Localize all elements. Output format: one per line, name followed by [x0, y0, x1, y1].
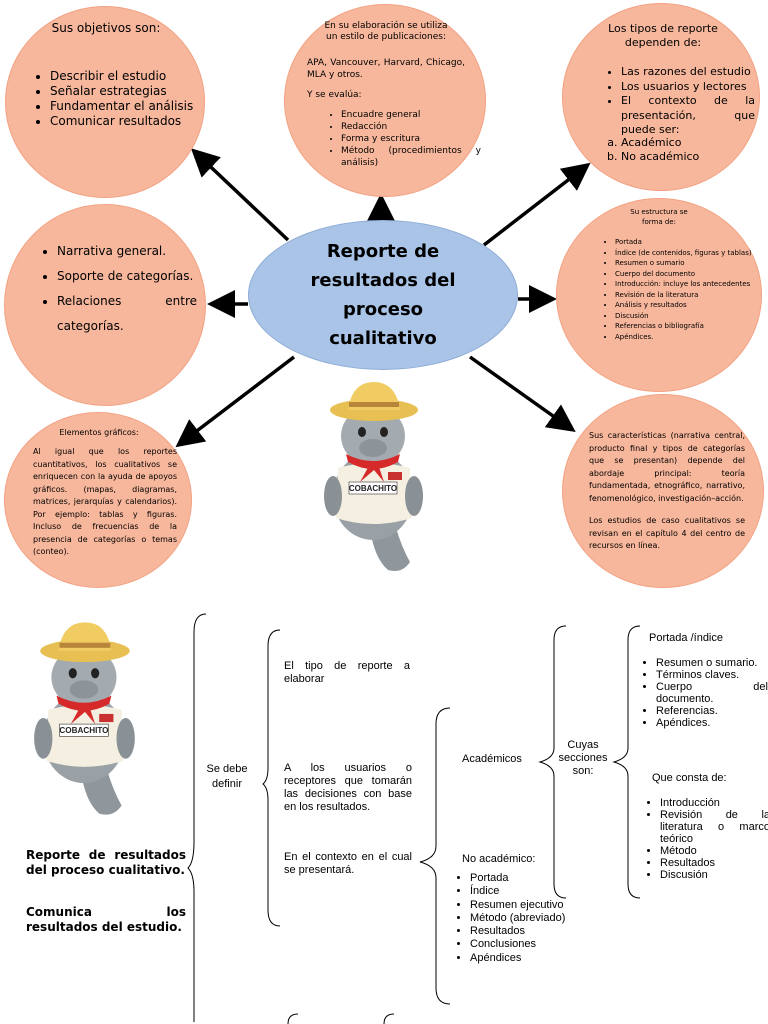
- list-item: Cuerpo del documento.: [656, 681, 768, 705]
- list-item: Introducción: [660, 797, 768, 809]
- list-item: Académico: [621, 136, 699, 150]
- list-item: Las razones del estudio: [621, 65, 755, 80]
- estilo-evalua: Y se evalúa:: [307, 90, 362, 100]
- tipos-sublist: Académico No académico: [603, 136, 699, 164]
- list-item: Conclusiones: [470, 938, 582, 951]
- tipos-title: Los tipos de reporte dependen de:: [608, 22, 718, 49]
- arrow-to-graficos: [175, 355, 296, 448]
- summary-subtitle: Comunica los resultados del estudio.: [26, 905, 186, 934]
- list-item: Términos claves.: [656, 669, 768, 681]
- list-item: Encuadre general: [341, 109, 481, 121]
- list-item: Discusión: [615, 311, 755, 322]
- list-item: Los usuarios y lectores: [621, 80, 755, 95]
- list-item: Cuerpo del documento: [615, 269, 755, 280]
- objetivos-list: Describir el estudio Señalar estrategias…: [32, 69, 193, 129]
- estilo-styles: APA, Vancouver, Harvard, Chicago, MLA y …: [307, 58, 465, 80]
- list-item: Apéndices.: [615, 332, 755, 343]
- arrow-to-caracteristicas: [468, 355, 576, 433]
- brace-contexto: [419, 707, 451, 1005]
- academicos-label: Académicos: [462, 753, 522, 765]
- list-item: Relaciones entre categorías.: [57, 289, 197, 339]
- estilo-list: Encuadre general Redacción Forma y escri…: [323, 109, 481, 169]
- brace-secciones: [612, 625, 641, 899]
- tipos-list: Las razones del estudio Los usuarios y l…: [603, 65, 755, 138]
- no-academico-list: Portada Índice Resumen ejecutivo Método …: [452, 872, 582, 965]
- no-academico-label: No académico:: [462, 853, 536, 865]
- caracteristicas-p2: Los estudios de caso cualitativos se rev…: [589, 516, 745, 550]
- list-item: Resumen o sumario.: [656, 657, 768, 669]
- list-item: Método (procedimientos y análisis): [341, 145, 481, 169]
- brace-definir: [262, 629, 281, 927]
- list-item: Resumen o sumario: [615, 258, 755, 269]
- narrativa-list: Narrativa general. Soporte de categorías…: [39, 239, 197, 339]
- list-item: Señalar estrategias: [50, 84, 193, 99]
- consta-list: Introducción Revisión de la literatura o…: [642, 797, 768, 881]
- list-item: Resultados: [470, 925, 582, 938]
- tipo-reporte-text: El tipo de reporte a elaborar: [284, 660, 410, 685]
- list-item: Apéndices: [470, 952, 582, 965]
- cuyas-secciones: Cuyas secciones son:: [558, 739, 608, 777]
- list-item: Redacción: [341, 121, 481, 133]
- objetivos-circle: Sus objetivos son: Describir el estudio …: [5, 6, 205, 198]
- list-item: Revisión de la literatura: [615, 290, 755, 301]
- list-item: Forma y escritura: [341, 133, 481, 145]
- list-item: Referencias o bibliografía: [615, 321, 755, 332]
- estilo-intro: En su elaboración se utiliza un estilo d…: [324, 21, 448, 42]
- mascot-label: COBACHITO: [349, 484, 397, 493]
- list-item: Portada: [470, 872, 582, 885]
- list-item: Fundamentar el análisis: [50, 99, 193, 114]
- mascot-label-2: COBACHITO: [59, 726, 108, 735]
- list-item: Discusión: [660, 869, 768, 881]
- list-item: Resultados: [660, 857, 768, 869]
- list-item: Revisión de la literatura o marco teóric…: [660, 809, 768, 845]
- list-item: No académico: [621, 150, 699, 164]
- graficos-circle: Elementos gráficos: Al igual que los rep…: [4, 412, 192, 588]
- caracteristicas-circle: Sus características (narrativa central, …: [562, 394, 764, 588]
- manatee-mascot-image-2: COBACHITO: [34, 622, 135, 815]
- manatee-mascot-image: COBACHITO: [324, 382, 423, 571]
- list-item: Soporte de categorías.: [57, 264, 197, 289]
- list-item: Portada: [615, 237, 755, 248]
- portada-indice: Portada /índice: [649, 632, 723, 644]
- arrow-to-objetivos: [190, 148, 290, 242]
- summary-main-title: Reporte de resultados del proceso cualit…: [26, 848, 186, 877]
- list-item: Análisis y resultados: [615, 300, 755, 311]
- list-item: Método (abreviado): [470, 912, 582, 925]
- brace-academicos: [538, 625, 567, 899]
- que-consta: Que consta de:: [652, 772, 727, 784]
- estructura-circle: Su estructura se forma de: Portada Índic…: [556, 198, 762, 392]
- contexto-text: En el contexto en el cual se presentará.: [284, 851, 412, 876]
- list-item: Índice (de contenidos, figuras y tablas): [615, 248, 755, 259]
- narrativa-circle: Narrativa general. Soporte de categorías…: [4, 204, 206, 406]
- list-item: Narrativa general.: [57, 239, 197, 264]
- academicos-list: Resumen o sumario. Términos claves. Cuer…: [638, 657, 768, 729]
- graficos-title: Elementos gráficos:: [59, 428, 139, 437]
- list-item: Introducción: incluye los antecedentes: [615, 279, 755, 290]
- brace-main: [187, 613, 207, 1022]
- objetivos-title: Sus objetivos son:: [51, 21, 161, 35]
- caracteristicas-p1: Sus características (narrativa central, …: [589, 431, 745, 503]
- estructura-list: Portada Índice (de contenidos, figuras y…: [597, 237, 755, 342]
- list-item: El contexto de la presentación, que pued…: [621, 94, 755, 138]
- list-item: Índice: [470, 885, 582, 898]
- brace-bottom-partial: [287, 1013, 395, 1024]
- list-item: Comunicar resultados: [50, 114, 193, 129]
- center-node: Reporte de resultados del proceso cualit…: [248, 220, 518, 370]
- list-item: Apéndices.: [656, 717, 768, 729]
- tipos-circle: Los tipos de reporte dependen de: Las ra…: [562, 3, 760, 191]
- list-item: Resumen ejecutivo: [470, 899, 582, 912]
- se-debe-definir: Se debe definir: [206, 763, 248, 790]
- estructura-title: Su estructura se forma de:: [630, 208, 688, 226]
- graficos-text: Al igual que los reportes cuantitativos,…: [33, 447, 177, 556]
- usuarios-text: A los usuarios o receptores que tomarán …: [284, 762, 412, 813]
- list-item: Referencias.: [656, 705, 768, 717]
- arrow-to-tipos: [482, 162, 591, 247]
- list-item: Método: [660, 845, 768, 857]
- estilo-circle: En su elaboración se utiliza un estilo d…: [284, 4, 486, 197]
- list-item: Describir el estudio: [50, 69, 193, 84]
- center-title: Reporte de resultados del proceso cualit…: [310, 241, 456, 349]
